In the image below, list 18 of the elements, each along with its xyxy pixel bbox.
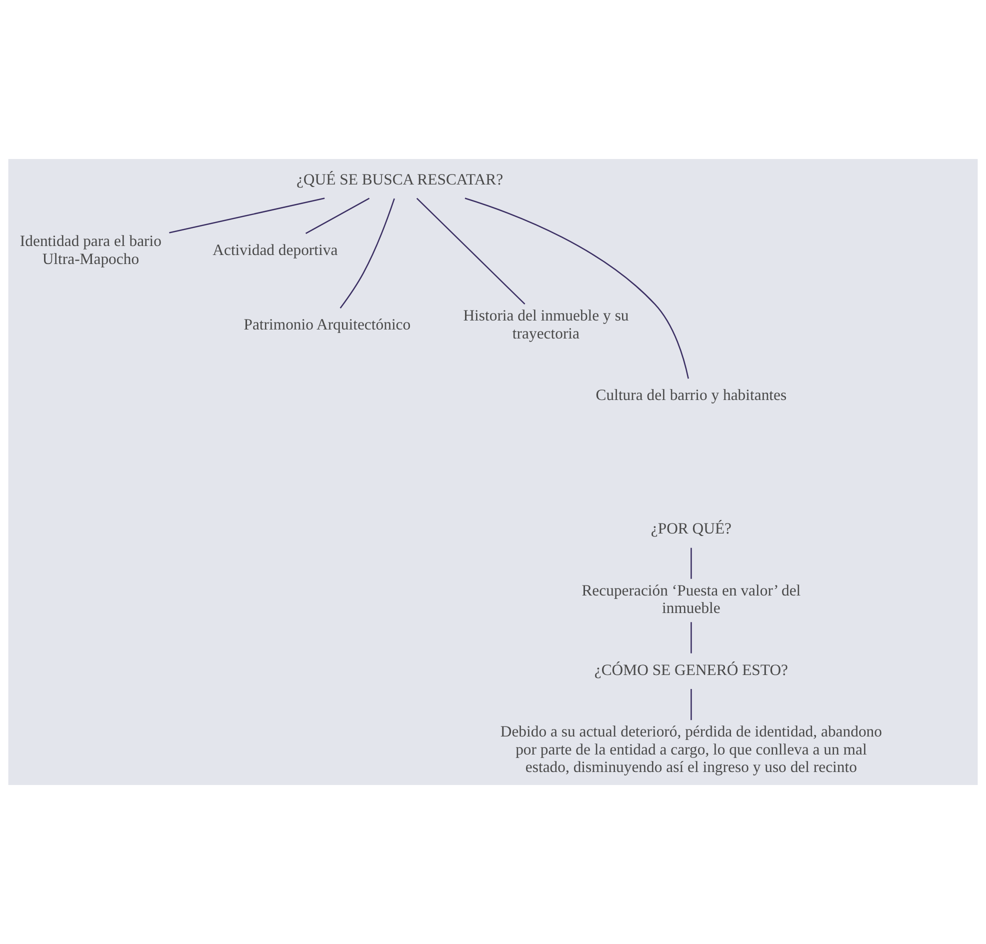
node-text: Cultura del barrio y habitantes xyxy=(596,387,787,404)
connector xyxy=(305,198,370,234)
connector xyxy=(340,198,395,308)
node-text: ¿QUÉ SE BUSCA RESCATAR? xyxy=(296,171,504,188)
node-text: Actividad deportiva xyxy=(212,242,338,259)
node-text: ¿CÓMO SE GENERÓ ESTO? xyxy=(594,662,788,679)
node-text: Debido a su actual deterioró, pérdida de identidad, abandono por parte de la entidad a cargo, lo que conlleva a un mal estado, disminuyendo así el ingreso y uso del recinto xyxy=(500,724,882,776)
connector xyxy=(690,622,692,654)
connector xyxy=(464,198,689,379)
connector xyxy=(416,198,526,305)
node-text: Historia del inmueble y su trayectoria xyxy=(463,308,629,342)
node-text: Identidad para el bario Ultra-Mapocho xyxy=(20,233,162,268)
connector xyxy=(169,198,325,234)
connector xyxy=(690,548,692,579)
node-text: ¿POR QUÉ? xyxy=(650,520,732,538)
connector xyxy=(690,688,692,720)
node-text: Patrimonio Arquitectónico xyxy=(244,316,411,334)
node-text: Recuperación ‘Puesta en valor’ del inmueble xyxy=(582,582,801,618)
